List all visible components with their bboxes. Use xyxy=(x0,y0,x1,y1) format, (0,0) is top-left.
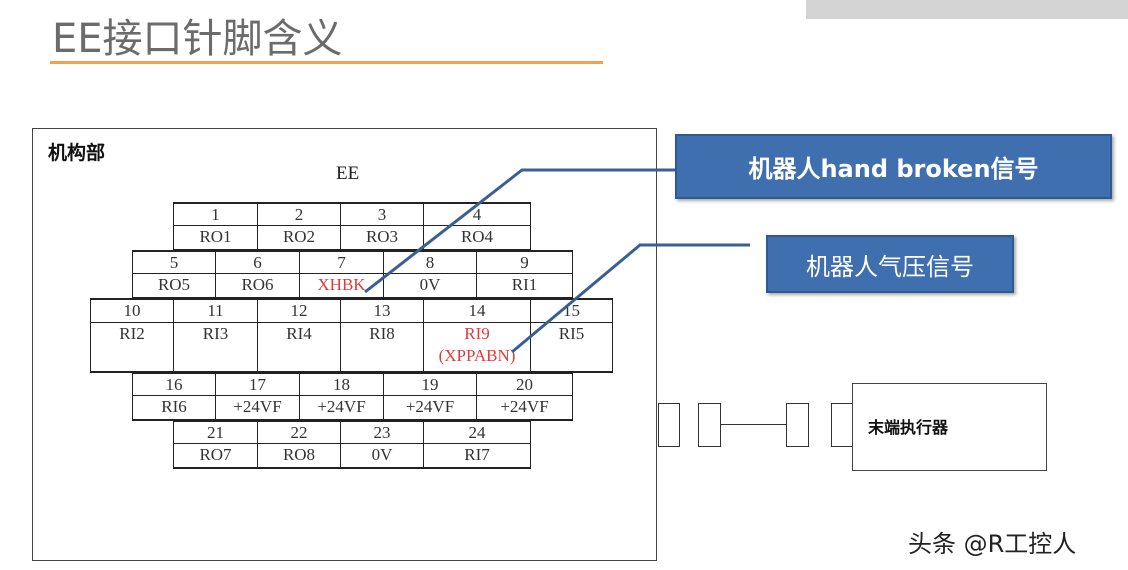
pin-signal-name: RO8 xyxy=(282,445,316,464)
pin-number: 11 xyxy=(173,298,258,324)
pin-signal: RI9 (XPPABN) xyxy=(423,323,531,373)
pin-signal-name: +24VF xyxy=(500,397,549,416)
connector-name: EE xyxy=(336,163,360,184)
pin-signal: RI5 xyxy=(530,323,613,373)
pin-signal-name: RO6 xyxy=(241,275,274,294)
pin-signal: +24VF xyxy=(299,396,384,421)
pin-signal-name: 0V xyxy=(371,445,393,464)
callout-hand-broken: 机器人hand broken信号 xyxy=(675,134,1112,199)
pin-signal-name: RO5 xyxy=(157,275,191,294)
pin-signal: RO6 xyxy=(215,274,300,299)
pin-signal-name: RO1 xyxy=(199,227,232,246)
cable-plug-left xyxy=(698,403,721,447)
pin-signal-name: RI3 xyxy=(202,324,229,343)
title-underline xyxy=(50,61,603,64)
pin-signal: RO8 xyxy=(257,444,341,469)
connector-plug xyxy=(658,403,680,447)
pin-number: 24 xyxy=(423,420,531,445)
pin-number: 3 xyxy=(340,202,424,227)
pin-signal: 0V xyxy=(383,274,477,299)
pin-signal: +24VF xyxy=(383,396,477,421)
cable xyxy=(721,424,787,425)
pin-signal-name: RI1 xyxy=(511,275,538,294)
callout-line-air-pressure xyxy=(511,243,750,354)
pin-signal-alias: (XPPABN) xyxy=(438,346,516,365)
slide-header-bar xyxy=(806,0,1128,19)
pin-signal-name: RI6 xyxy=(161,397,187,416)
end-effector-box xyxy=(852,383,1047,471)
mechanism-label: 机构部 xyxy=(48,142,106,164)
pin-signal-name: RI9 xyxy=(464,324,490,343)
pin-number: 13 xyxy=(340,298,424,324)
pin-signal-name: RO2 xyxy=(282,227,316,246)
pin-signal: RO5 xyxy=(132,274,216,299)
pin-signal: 0V xyxy=(340,444,424,469)
pin-number: 5 xyxy=(132,250,216,275)
pin-signal-name: RO4 xyxy=(460,227,494,246)
pin-signal-name: RI5 xyxy=(558,324,585,343)
page-title: EE接口针脚含义 xyxy=(52,16,343,62)
pin-signal: XHBK xyxy=(299,274,384,299)
pin-signal: RO4 xyxy=(423,226,531,251)
pin-signal-name: RO3 xyxy=(365,227,399,246)
pin-signal: RI4 xyxy=(257,323,341,373)
pin-signal-name: +24VF xyxy=(317,397,366,416)
pin-signal-name: RI7 xyxy=(464,445,490,464)
pin-signal-name: RO7 xyxy=(199,445,232,464)
pin-signal-name: +24VF xyxy=(405,397,455,416)
pin-signal: RI7 xyxy=(423,444,531,469)
pin-signal-name: +24VF xyxy=(233,397,282,416)
pin-signal-name: 0V xyxy=(419,275,441,294)
callout-line-hand-broken xyxy=(364,168,676,294)
pin-signal-name: RI8 xyxy=(369,324,395,343)
cable-plug-right xyxy=(786,403,809,447)
end-effector-label: 末端执行器 xyxy=(868,418,949,437)
callout-air-pressure: 机器人气压信号 xyxy=(766,235,1014,293)
pin-signal-name: XHBK xyxy=(317,275,366,294)
pin-signal: +24VF xyxy=(476,396,573,421)
pin-signal-name: RI2 xyxy=(119,324,145,343)
pin-number: 7 xyxy=(299,250,384,275)
pin-signal-name: RI4 xyxy=(286,324,312,343)
pin-signal: RO3 xyxy=(340,226,424,251)
pin-number: 8 xyxy=(383,250,477,275)
mechanism-panel xyxy=(32,128,657,561)
pin-signal: RO2 xyxy=(257,226,341,251)
pin-signal: RO7 xyxy=(173,444,258,469)
watermark: 头条 @R工控人 xyxy=(908,530,1077,558)
